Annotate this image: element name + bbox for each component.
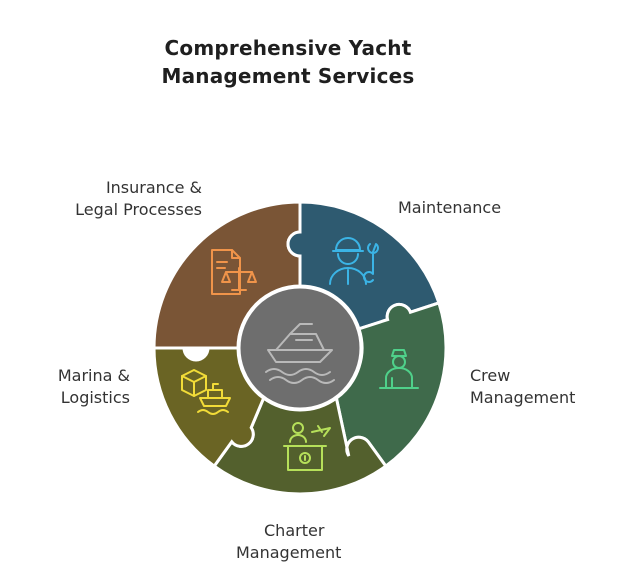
label-marina-line-1: Marina & bbox=[57, 366, 130, 385]
worker-wrench-icon bbox=[329, 237, 379, 285]
label-crew-line-2: Management bbox=[470, 388, 576, 407]
document-scales-icon bbox=[211, 249, 257, 295]
diagram-title: Comprehensive Yacht Management Services bbox=[0, 34, 576, 90]
label-marina-line-2: Logistics bbox=[60, 388, 130, 407]
yacht-icon bbox=[265, 323, 335, 384]
crew-member-icon bbox=[379, 349, 419, 389]
label-insurance-line-2: Legal Processes bbox=[75, 200, 202, 219]
label-charter-line-1: Charter bbox=[264, 521, 325, 540]
label-crew: Crew Management bbox=[470, 365, 575, 409]
charter-desk-icon bbox=[283, 422, 331, 471]
label-insurance: Insurance & Legal Processes bbox=[75, 177, 202, 221]
label-maintenance: Maintenance bbox=[398, 197, 501, 219]
title-line-2: Management Services bbox=[161, 64, 415, 88]
label-insurance-line-1: Insurance & bbox=[105, 178, 202, 197]
label-charter: Charter Management bbox=[236, 520, 341, 564]
title-line-1: Comprehensive Yacht bbox=[164, 36, 412, 60]
cargo-ship-icon bbox=[181, 369, 231, 415]
label-crew-line-1: Crew bbox=[470, 366, 511, 385]
center-hub bbox=[237, 285, 363, 411]
label-maintenance-line-1: Maintenance bbox=[398, 198, 502, 217]
label-marina: Marina & Logistics bbox=[58, 365, 130, 409]
label-charter-line-2: Management bbox=[236, 543, 342, 562]
